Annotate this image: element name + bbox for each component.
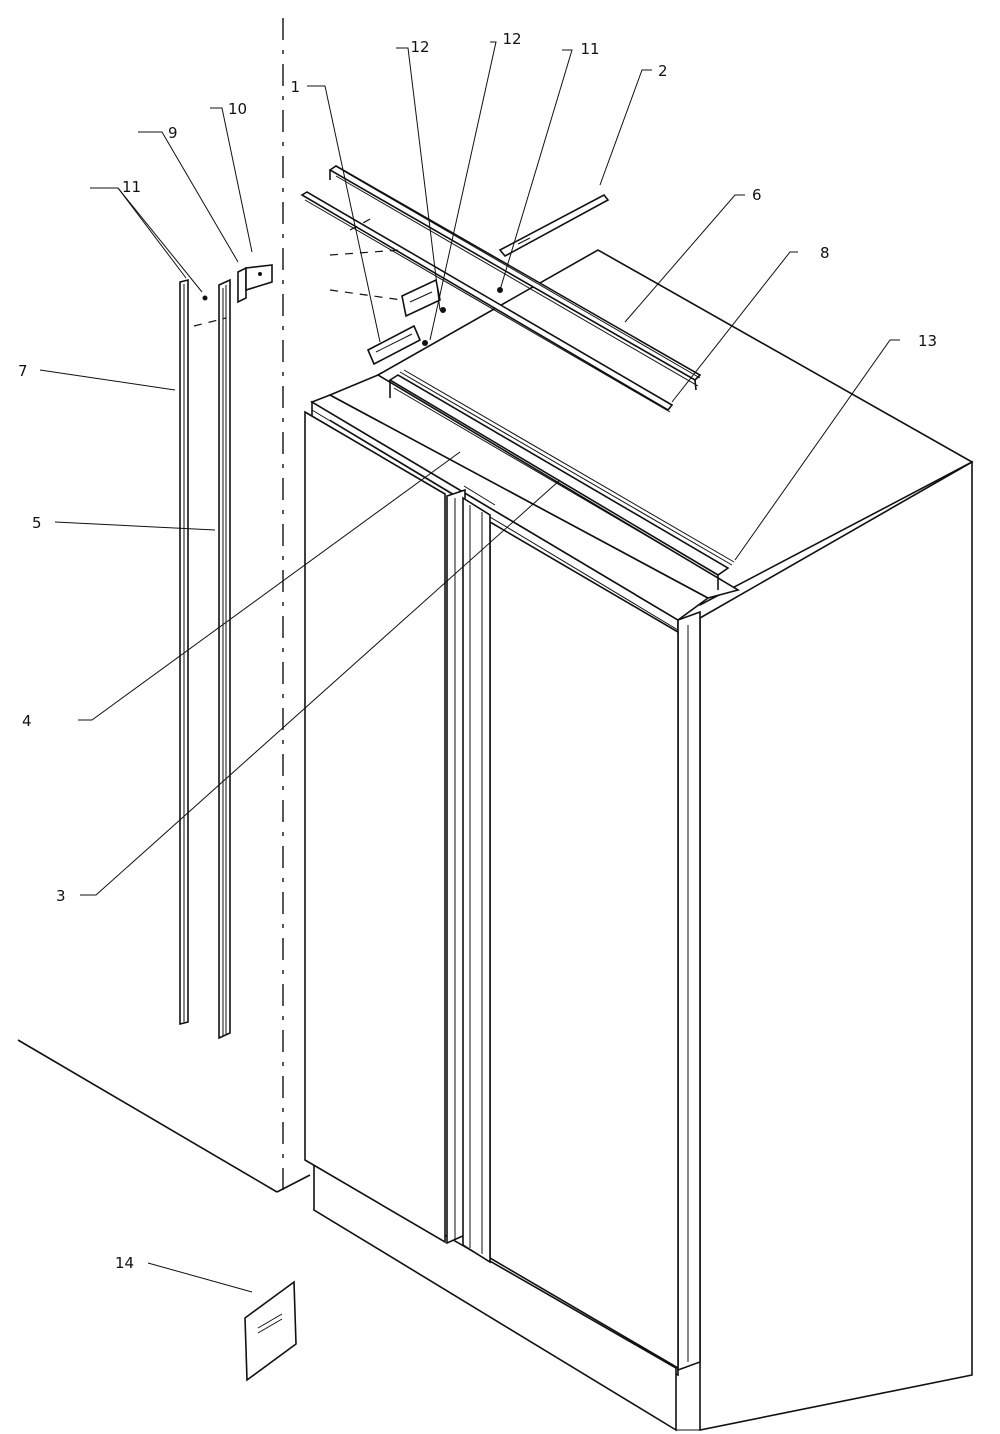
freezer-door — [304, 410, 446, 1244]
bracket-part-1 — [366, 324, 422, 366]
doors — [304, 410, 679, 1370]
leader-lines — [39, 41, 900, 1293]
bracket-part-2 — [498, 193, 610, 258]
callout-9: 9 — [168, 124, 178, 142]
bracket-part-12a — [401, 278, 441, 318]
trim-strip-part-7 — [179, 278, 189, 1026]
callout-7: 7 — [18, 362, 28, 380]
assembly-guide-lines — [329, 217, 403, 301]
callout-8: 8 — [820, 244, 830, 262]
top-rail-part-6 — [328, 165, 702, 391]
callout-10: 10 — [228, 100, 247, 118]
callout-12-b: 12 — [502, 30, 521, 48]
fresh-food-door — [489, 520, 679, 1370]
top-grille-channel — [388, 369, 735, 590]
callout-labels: 1 12 12 11 2 10 9 11 6 8 13 7 5 4 3 14 — [18, 30, 937, 1272]
callout-2: 2 — [658, 62, 668, 80]
trim-strip-part-5 — [218, 278, 231, 1040]
adjacent-cabinet-wall — [17, 18, 311, 1193]
callout-6: 6 — [752, 186, 762, 204]
strip-part-8 — [300, 191, 674, 413]
bracket-part-10 — [245, 264, 273, 292]
callout-11-top: 11 — [580, 40, 599, 58]
callout-13: 13 — [918, 332, 937, 350]
callout-4: 4 — [22, 712, 32, 730]
label-card-part-14 — [244, 1280, 297, 1382]
callout-12-a: 12 — [410, 38, 429, 56]
callout-3: 3 — [56, 887, 66, 905]
cabinet-side-panel — [699, 460, 973, 1431]
front-edge-strip — [677, 610, 701, 1372]
bracket-part-9 — [237, 266, 247, 304]
callout-14: 14 — [115, 1254, 134, 1272]
callout-1: 1 — [290, 78, 300, 96]
callout-5: 5 — [32, 514, 42, 532]
callout-11-left: 11 — [122, 178, 141, 196]
